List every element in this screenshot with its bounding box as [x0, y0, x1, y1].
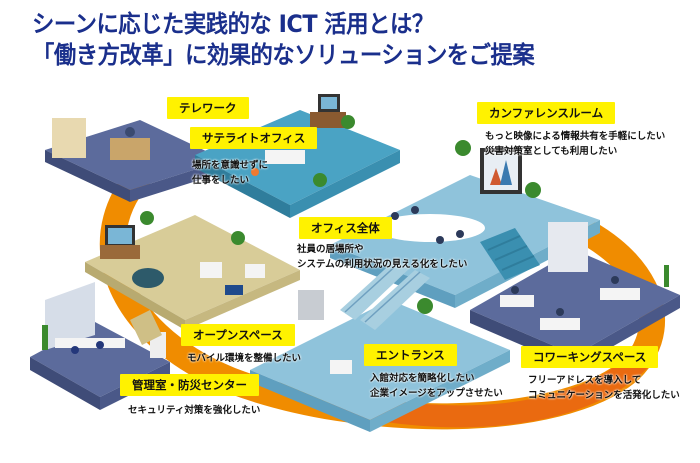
scene-label-telework: テレワーク: [167, 97, 249, 119]
headline: シーンに応じた実践的な ICT 活用とは？ 「働き方改革」に効果的なソリューショ…: [32, 9, 572, 71]
scene-label-open-space: オープンスペース: [181, 324, 295, 346]
scene-label-coworking-space: コワーキングスペース: [521, 346, 659, 368]
headline-line-1: シーンに応じた実践的な ICT 活用とは？: [32, 10, 434, 38]
scene-desc-coworking-space: フリーアドレスを導入して コミュニケーションを活発化したい: [528, 375, 680, 401]
scene-desc-whole-office: 社員の居場所や システムの利用状況の見える化をしたい: [297, 244, 468, 270]
scene-label-satellite-office: サテライトオフィス: [190, 127, 318, 149]
stairs-left: [130, 310, 162, 345]
scene-label-control-room: 管理室・防災センター: [120, 374, 259, 396]
scene-desc-satellite-office: 場所を意識せずに 仕事をしたい: [192, 160, 269, 186]
openspace-floor: [85, 211, 300, 330]
scene-label-entrance: エントランス: [364, 344, 457, 366]
scene-label-conference-room: カンファレンスルーム: [477, 102, 616, 124]
headline-line-2: 「働き方改革」に効果的なソリューションをご提案: [32, 41, 535, 69]
scene-desc-open-space: モバイル環境を整備したい: [187, 353, 302, 364]
scene-label-whole-office: オフィス全体: [299, 217, 392, 239]
scene-desc-control-room: セキュリティ対策を強化したい: [128, 405, 261, 416]
stairs-right: [480, 228, 540, 280]
escalator: [340, 260, 430, 330]
scene-desc-entrance: 入館対応を簡略化したい 企業イメージをアップさせたい: [370, 373, 503, 399]
scene-desc-conference-room: もっと映像による情報共有を手軽にしたい 災害対策室としても利用したい: [485, 131, 666, 157]
